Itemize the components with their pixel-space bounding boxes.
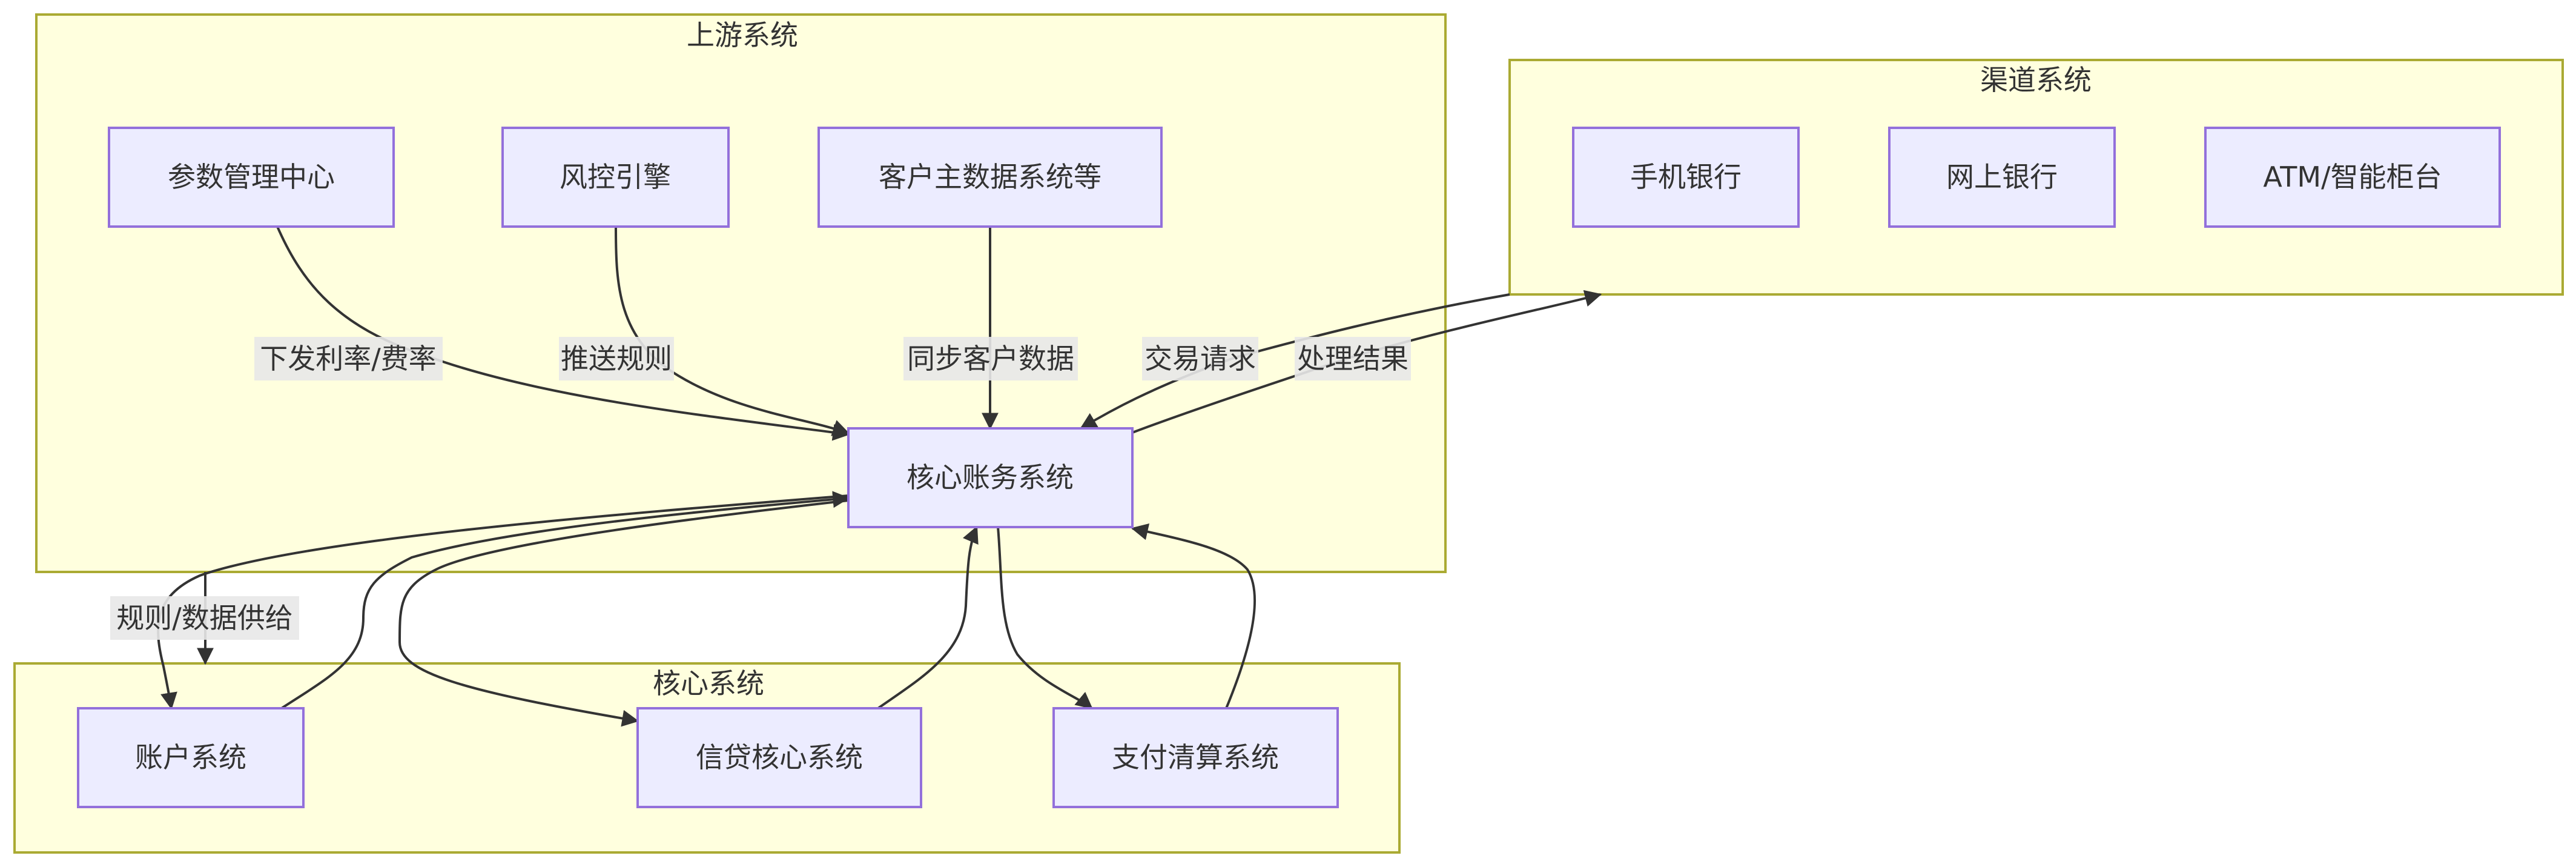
node-account-system[interactable]: 账户系统 — [77, 707, 305, 808]
edge-label-sync-customer: 同步客户数据 — [903, 337, 1078, 380]
edge-core-ledger-to-payment[interactable] — [997, 527, 1093, 709]
node-atm[interactable]: ATM/智能柜台 — [2204, 127, 2501, 228]
node-core-ledger[interactable]: 核心账务系统 — [847, 427, 1134, 528]
svg-text:处理结果: 处理结果 — [1297, 342, 1409, 375]
node-param-center[interactable]: 参数管理中心 — [108, 127, 395, 228]
node-payment-clearing[interactable]: 支付清算系统 — [1052, 707, 1339, 808]
svg-text:规则/数据供给: 规则/数据供给 — [116, 602, 293, 634]
svg-text:交易请求: 交易请求 — [1144, 342, 1256, 375]
edge-credit-to-core-ledger[interactable] — [877, 525, 979, 709]
cluster-core-title: 核心系统 — [653, 667, 764, 700]
node-param-center-label: 参数管理中心 — [168, 161, 335, 193]
edge-label-rates: 下发利率/费率 — [254, 337, 443, 380]
edge-core-ledger-to-account[interactable] — [157, 494, 849, 710]
edge-label-process-result: 处理结果 — [1295, 337, 1411, 380]
node-account-system-label: 账户系统 — [135, 741, 246, 774]
cluster-upstream-title: 上游系统 — [687, 19, 798, 51]
svg-text:同步客户数据: 同步客户数据 — [907, 342, 1074, 375]
svg-text:下发利率/费率: 下发利率/费率 — [260, 342, 437, 375]
edge-label-rules: 推送规则 — [559, 337, 674, 380]
cluster-upstream-box — [35, 13, 1447, 573]
node-credit-core-label: 信贷核心系统 — [696, 741, 863, 774]
node-risk-engine[interactable]: 风控引擎 — [501, 127, 730, 228]
node-mobile-bank[interactable]: 手机银行 — [1572, 127, 1800, 228]
node-payment-clearing-label: 支付清算系统 — [1112, 741, 1279, 774]
node-mobile-bank-label: 手机银行 — [1630, 161, 1742, 193]
node-credit-core[interactable]: 信贷核心系统 — [636, 707, 922, 808]
node-online-bank-label: 网上银行 — [1946, 161, 2058, 193]
edge-label-txn-request: 交易请求 — [1142, 337, 1258, 380]
node-online-bank[interactable]: 网上银行 — [1888, 127, 2116, 228]
cluster-channel-title: 渠道系统 — [1980, 64, 2092, 96]
cluster-upstream: 上游系统 — [35, 13, 1447, 573]
node-atm-label: ATM/智能柜台 — [2263, 161, 2442, 193]
edge-account-to-core-ledger[interactable] — [280, 491, 850, 709]
node-customer-mdm[interactable]: 客户主数据系统等 — [817, 127, 1163, 228]
svg-text:推送规则: 推送规则 — [561, 342, 672, 375]
node-risk-engine-label: 风控引擎 — [560, 161, 671, 193]
node-customer-mdm-label: 客户主数据系统等 — [879, 161, 1101, 193]
node-core-ledger-label: 核心账务系统 — [907, 461, 1074, 494]
edge-param-to-core-ledger[interactable] — [276, 226, 850, 441]
edge-label-rules-data-supply: 规则/数据供给 — [110, 596, 299, 640]
edge-core-ledger-to-credit[interactable] — [398, 499, 849, 727]
edge-risk-to-core-ledger[interactable] — [615, 226, 850, 436]
edge-payment-to-core-ledger[interactable] — [1131, 523, 1257, 709]
